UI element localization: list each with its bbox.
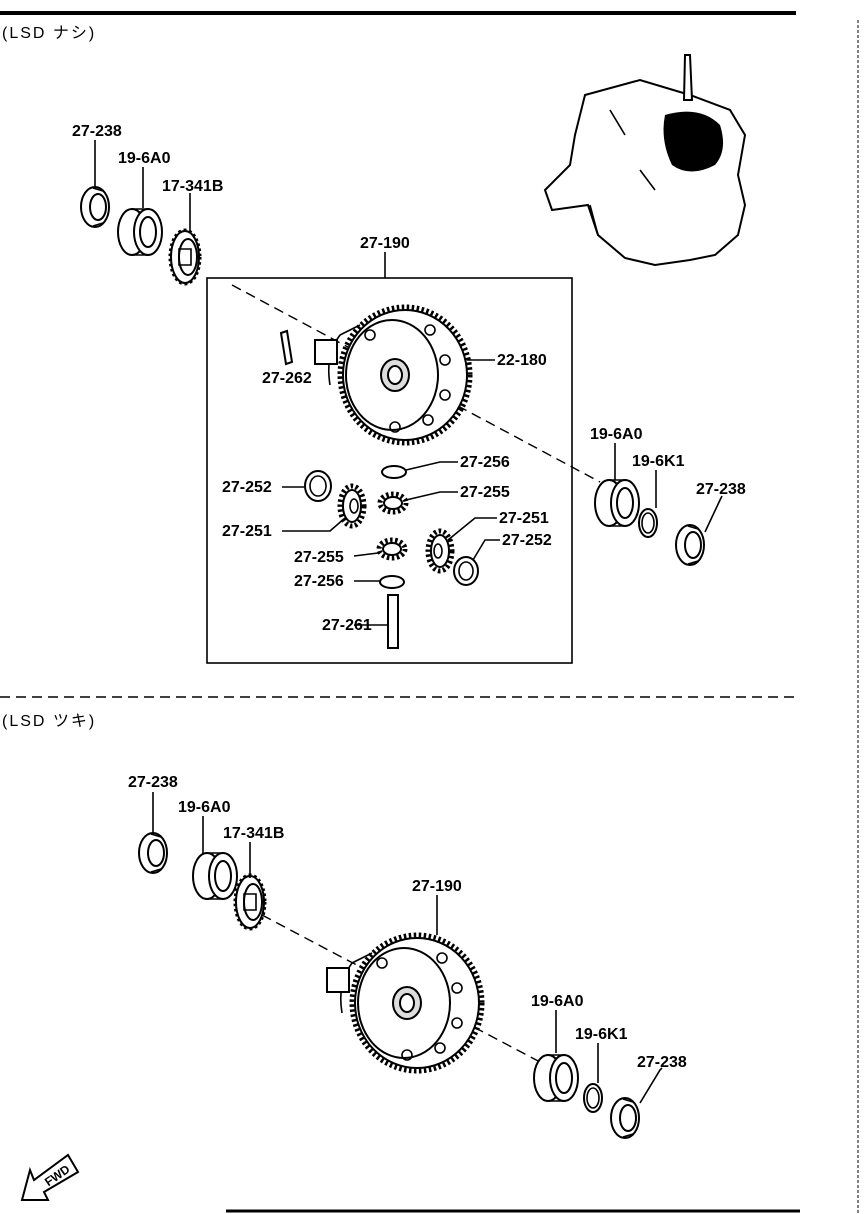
- label-27-190-top: 27-190: [360, 235, 410, 252]
- bearing-right-bottom: [533, 1054, 579, 1102]
- label-19-6K1-bottom: 19-6K1: [575, 1026, 628, 1043]
- label-17-341B-top: 17-341B: [162, 178, 223, 195]
- pinion-27-255-bottom: [376, 537, 408, 561]
- label-19-6A0-b-bottom: 19-6A0: [531, 993, 584, 1010]
- bearing-race-top: [171, 231, 199, 283]
- pin-27-262: [279, 329, 294, 366]
- axis-line-bottom: [261, 914, 541, 1063]
- oil-seal-right-top: [675, 524, 705, 566]
- label-19-6A0-b-top: 19-6A0: [590, 426, 643, 443]
- label-27-255-a: 27-255: [460, 484, 510, 501]
- thrust-washer-right: [453, 556, 479, 586]
- oil-seal-left-top: [80, 186, 110, 228]
- shim-19-6K1-top: [638, 508, 658, 538]
- differential-case-bottom: [327, 935, 482, 1071]
- label-19-6K1-top: 19-6K1: [632, 453, 685, 470]
- side-gear-left: [337, 483, 367, 529]
- washer-27-256-top: [381, 465, 407, 479]
- label-19-6A0-bottom: 19-6A0: [178, 799, 231, 816]
- label-27-238-bottom: 27-238: [128, 774, 178, 791]
- pinion-27-255-top: [377, 491, 409, 515]
- side-gear-right: [425, 528, 455, 574]
- label-27-252-b: 27-252: [502, 532, 552, 549]
- label-27-255-b: 27-255: [294, 549, 344, 566]
- pinion-shaft: [387, 594, 399, 649]
- bearing-left-bottom: [192, 852, 238, 900]
- label-22-180: 22-180: [497, 352, 547, 369]
- oil-seal-right-bottom: [610, 1097, 640, 1139]
- label-27-252-a: 27-252: [222, 479, 272, 496]
- bearing-race-bottom: [236, 876, 264, 928]
- bearing-right-top: [594, 479, 640, 527]
- label-27-256-a: 27-256: [460, 454, 510, 471]
- oil-seal-left-bottom: [138, 832, 168, 874]
- section-title-top: (LSD ナシ): [2, 25, 96, 42]
- label-27-251-b: 27-251: [499, 510, 549, 527]
- label-27-256-b: 27-256: [294, 573, 344, 590]
- bearing-left-top: [117, 208, 163, 256]
- label-27-262: 27-262: [262, 370, 312, 387]
- label-27-238-b-bottom: 27-238: [637, 1054, 687, 1071]
- label-27-238-b-top: 27-238: [696, 481, 746, 498]
- label-27-238-top: 27-238: [72, 123, 122, 140]
- label-27-190-bottom: 27-190: [412, 878, 462, 895]
- thrust-washer-left: [304, 470, 332, 502]
- label-17-341B-bottom: 17-341B: [223, 825, 284, 842]
- fwd-arrow-icon: FWD: [20, 1153, 80, 1201]
- shim-19-6K1-bottom: [583, 1083, 603, 1113]
- washer-27-256-bottom: [379, 575, 405, 589]
- label-27-261: 27-261: [322, 617, 372, 634]
- assembly-box: [206, 277, 573, 664]
- label-27-251-a: 27-251: [222, 523, 272, 540]
- section-title-bottom: (LSD ツキ): [2, 713, 96, 730]
- differential-case-top: [315, 307, 470, 443]
- transaxle-locator-icon: [543, 54, 747, 267]
- label-19-6A0-top: 19-6A0: [118, 150, 171, 167]
